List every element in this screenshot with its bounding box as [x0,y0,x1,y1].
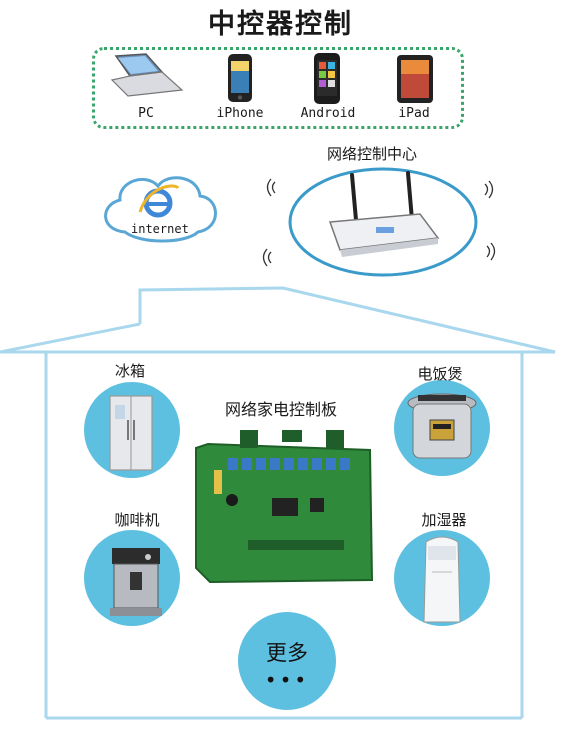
internet-label: internet [131,222,189,236]
humidifier-label: 加湿器 [421,511,467,529]
internet-cloud [104,176,217,243]
laptop-icon [110,53,184,97]
device-label-pc: PC [138,106,154,121]
pressure-cooker-icon [407,393,477,459]
more-label: 更多 [266,641,308,665]
device-label-android: Android [300,106,356,121]
humidifier-icon [423,536,461,623]
wifi-signal-icon [262,178,496,267]
coffee-machine-icon [110,548,162,616]
circuit-board-icon [195,430,374,584]
more-appliances-badge: 更多 ••• [238,612,336,710]
router-icon [288,167,478,277]
network-center-label: 网络控制中心 [327,145,418,163]
fridge-label: 冰箱 [114,362,145,380]
page-title: 中控器控制 [208,9,353,40]
control-board-label: 网络家电控制板 [225,400,338,419]
device-label-iphone: iPhone [216,106,264,121]
more-dots: ••• [264,668,310,692]
house-outline [0,286,556,720]
devices-panel [92,47,464,129]
ipad-icon [397,55,433,103]
android-phone-icon [314,53,340,104]
device-label-ipad: iPad [398,106,430,121]
rice-cooker-label: 电饭煲 [417,365,463,383]
internet-explorer-icon [138,184,180,218]
iphone-icon [228,54,252,102]
coffee-machine-label: 咖啡机 [114,511,160,529]
fridge-icon [109,395,153,471]
